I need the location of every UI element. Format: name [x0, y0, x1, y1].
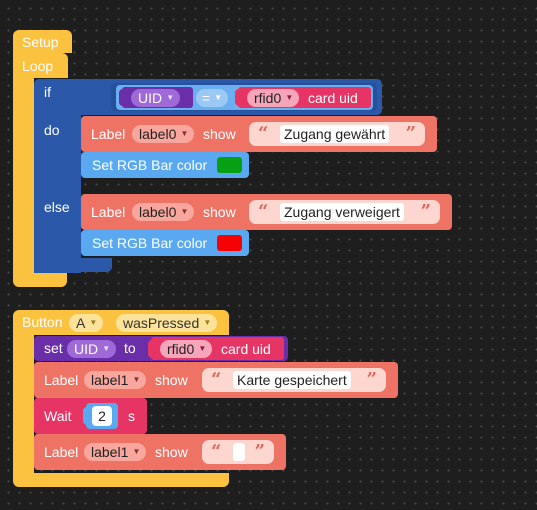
dropdown-caret-icon: ▼: [166, 93, 175, 102]
loop-left-bar: [13, 78, 34, 276]
label-name-dropdown[interactable]: label1 ▼: [84, 443, 147, 461]
dropdown-caret-icon: ▼: [89, 318, 98, 327]
rfid-card-uid-notch: [148, 340, 154, 358]
uid-variable-text: UID: [138, 90, 163, 106]
dropdown-caret-icon: ▼: [102, 344, 111, 353]
card-uid-label: card uid: [308, 90, 358, 106]
set-label: set: [44, 340, 63, 356]
button-left-bar: [13, 335, 34, 475]
show-label: show: [203, 126, 236, 142]
set-variable-text: UID: [74, 341, 99, 357]
to-label: to: [124, 340, 136, 356]
open-quote-icon: “: [258, 201, 269, 222]
text-string-value[interactable]: Zugang gewährt: [280, 125, 390, 143]
show-label: show: [203, 204, 236, 220]
close-quote-icon: ”: [405, 123, 416, 144]
setup-label: Setup: [22, 34, 59, 50]
button-bottom-bar: [13, 473, 229, 487]
dropdown-caret-icon: ▼: [285, 93, 294, 102]
wait-value[interactable]: 2: [92, 406, 112, 426]
show-label: show: [155, 444, 188, 460]
uid-variable-notch: [119, 89, 125, 106]
label-prefix: Label: [91, 126, 126, 142]
dropdown-caret-icon: ▼: [132, 447, 141, 456]
text-string-value[interactable]: Zugang verweigert: [280, 203, 404, 221]
open-quote-icon: “: [211, 369, 222, 390]
rfid-text: rfid0: [254, 90, 282, 106]
text-string-block[interactable]: “ Zugang gewährt ”: [249, 122, 425, 146]
dropdown-caret-icon: ▼: [214, 93, 223, 102]
dropdown-caret-icon: ▼: [203, 318, 212, 327]
rgb-color-swatch-red[interactable]: [217, 235, 242, 251]
button-name-dropdown[interactable]: A ▼: [69, 314, 104, 332]
rfid-text: rfid0: [167, 341, 195, 357]
text-string-block[interactable]: “ ”: [202, 440, 274, 464]
dropdown-caret-icon: ▼: [180, 129, 189, 138]
text-string-block[interactable]: “ Zugang verweigert ”: [249, 200, 440, 224]
card-uid-label: card uid: [221, 341, 271, 357]
open-quote-icon: “: [211, 441, 222, 462]
setup-block[interactable]: [13, 30, 72, 53]
dropdown-caret-icon: ▼: [198, 344, 207, 353]
close-quote-icon: ”: [366, 369, 377, 390]
show-label: show: [155, 372, 188, 388]
if-else-block[interactable]: [34, 79, 112, 115]
dropdown-caret-icon: ▼: [180, 207, 189, 216]
button-name-text: A: [76, 315, 86, 331]
if-left-bar: [34, 115, 81, 273]
if-label: if: [44, 84, 51, 100]
label-prefix: Label: [44, 444, 79, 460]
label-name-dropdown[interactable]: label1 ▼: [84, 371, 147, 389]
close-quote-icon: ”: [420, 201, 431, 222]
set-variable-dropdown[interactable]: UID ▼: [67, 340, 117, 358]
rgb-color-swatch-green[interactable]: [217, 157, 242, 173]
loop-bottom-bar: [13, 270, 67, 287]
button-event-text: wasPressed: [123, 315, 200, 331]
text-string-value[interactable]: Karte gespeichert: [233, 371, 351, 389]
label-name-dropdown[interactable]: label0 ▼: [132, 125, 195, 143]
loop-label: Loop: [22, 58, 54, 74]
label-name-text: label1: [91, 444, 129, 460]
label-name-dropdown[interactable]: label0 ▼: [132, 203, 195, 221]
button-label: Button: [22, 314, 63, 330]
label-name-text: label1: [91, 372, 129, 388]
text-string-value[interactable]: [233, 443, 245, 461]
wait-unit-label: s: [128, 408, 135, 424]
set-rgb-bar-color-label: Set RGB Bar color: [92, 157, 208, 173]
label-prefix: Label: [44, 372, 79, 388]
rfid-dropdown[interactable]: rfid0 ▼: [247, 89, 300, 107]
label-name-text: label0: [139, 126, 177, 142]
dropdown-caret-icon: ▼: [132, 375, 141, 384]
else-label: else: [44, 199, 70, 215]
if-bottom-bar: [34, 258, 112, 272]
wait-value-notch: [83, 407, 89, 425]
open-quote-icon: “: [258, 123, 269, 144]
button-event-dropdown[interactable]: wasPressed ▼: [116, 314, 218, 332]
set-rgb-bar-color-label: Set RGB Bar color: [92, 235, 208, 251]
wait-label: Wait: [44, 408, 72, 424]
operator-dropdown[interactable]: = ▼: [196, 89, 229, 107]
do-label: do: [44, 122, 60, 138]
label-name-text: label0: [139, 204, 177, 220]
text-string-block[interactable]: “ Karte gespeichert ”: [202, 368, 386, 392]
rfid-dropdown[interactable]: rfid0 ▼: [160, 340, 213, 358]
label-prefix: Label: [91, 204, 126, 220]
loop-block[interactable]: [13, 53, 68, 78]
uid-variable-dropdown[interactable]: UID ▼: [131, 89, 181, 107]
operator-text: =: [202, 90, 211, 106]
rfid-card-uid-notch: [235, 89, 241, 106]
close-quote-icon: ”: [254, 441, 265, 462]
